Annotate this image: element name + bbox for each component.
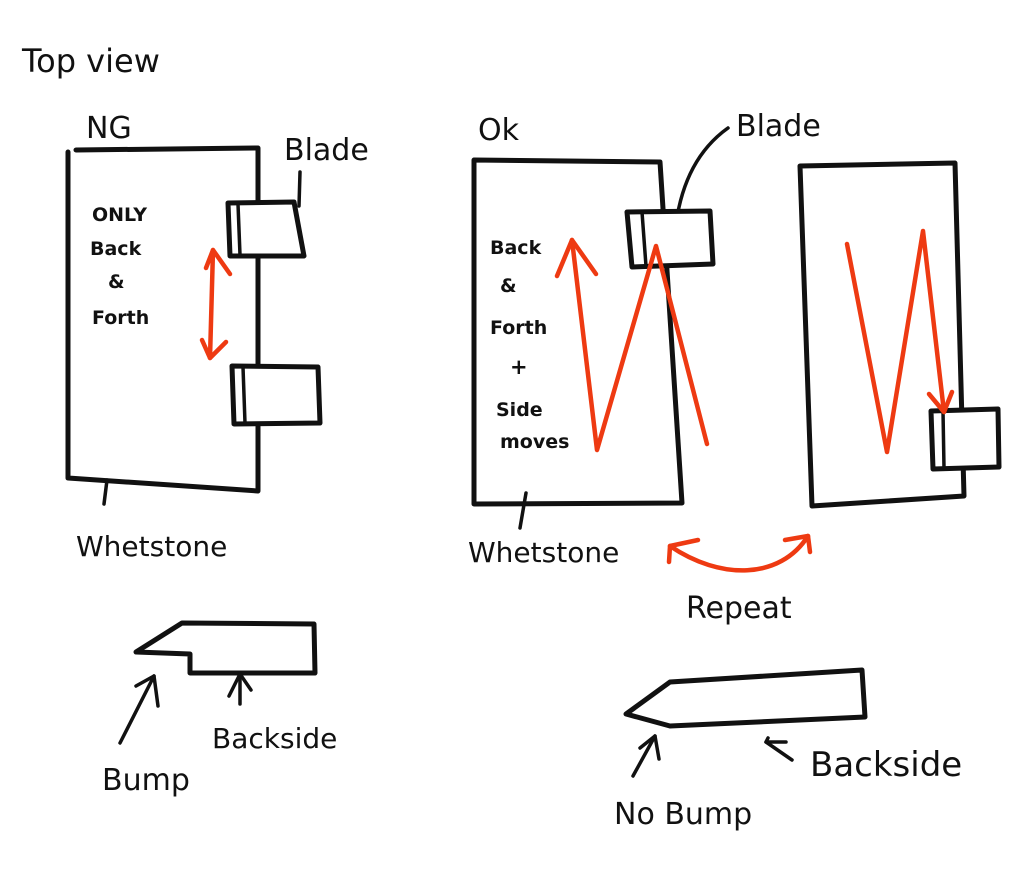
ng-instruction: ONLY Back & Forth <box>90 204 149 329</box>
ok-stone-leader <box>518 491 528 530</box>
ok-whetstone-label: Whetstone <box>468 536 619 569</box>
repeat-zigzag-arrow <box>844 228 955 455</box>
ng-double-arrow <box>199 247 233 361</box>
svg-text:Forth: Forth <box>490 317 547 339</box>
svg-text:Forth: Forth <box>92 307 149 329</box>
bump-backside-label: Backside <box>212 722 337 755</box>
ok-zigzag-arrow <box>554 237 710 453</box>
ng-whetstone-label: Whetstone <box>76 530 227 563</box>
bump-arrow <box>118 674 160 745</box>
svg-text:ONLY: ONLY <box>92 204 147 226</box>
svg-text:&: & <box>500 275 517 297</box>
repeat-label: Repeat <box>686 591 792 626</box>
ng-blade-label: Blade <box>284 133 369 168</box>
blade-with-bump <box>133 620 318 676</box>
ok-blade-label: Blade <box>736 109 821 144</box>
title: Top view <box>21 42 160 80</box>
no-bump-backside-label: Backside <box>810 745 962 785</box>
svg-text:Back: Back <box>90 238 142 260</box>
ok-blade <box>624 208 716 270</box>
ok-label: Ok <box>478 113 520 148</box>
ng-label: NG <box>86 111 132 146</box>
ng-whetstone <box>65 145 261 494</box>
no-bump-arrow <box>631 734 661 778</box>
ok-instruction: Back & Forth + Side moves <box>490 237 569 453</box>
repeat-blade <box>928 406 1002 472</box>
blade-no-bump <box>623 667 868 729</box>
ng-stone-leader <box>102 478 109 506</box>
ng-blade-leader <box>297 170 302 208</box>
ng-blade-bottom <box>229 363 323 427</box>
svg-text:+: + <box>510 355 528 379</box>
svg-text:Side: Side <box>496 399 543 421</box>
backside-arrow-left <box>227 672 253 706</box>
backside-arrow-right <box>764 736 794 762</box>
svg-text:moves: moves <box>500 431 569 453</box>
ng-blade-top <box>225 199 307 259</box>
no-bump-label: No Bump <box>614 797 752 832</box>
repeat-arrow <box>666 533 813 573</box>
bump-label: Bump <box>102 763 190 798</box>
svg-text:Back: Back <box>490 237 542 259</box>
svg-text:&: & <box>108 271 125 293</box>
repeat-whetstone <box>797 160 967 509</box>
ok-whetstone <box>471 157 685 507</box>
